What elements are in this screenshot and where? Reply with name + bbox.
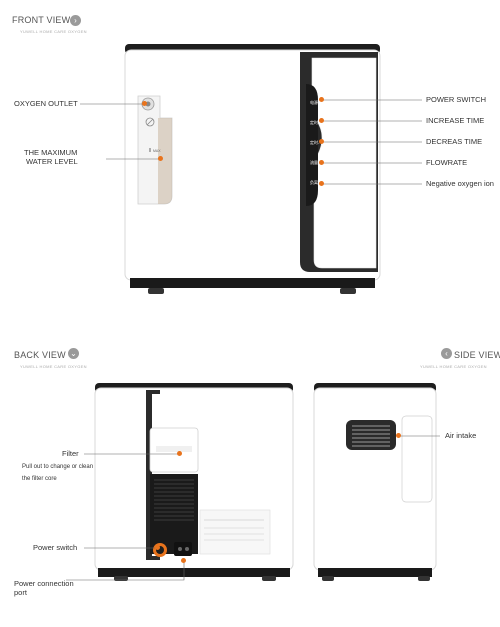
svg-text:定时+: 定时+ <box>310 119 321 125</box>
svg-text:流量: 流量 <box>310 159 318 165</box>
negative-ion-label: Negative oxygen ion <box>426 179 494 188</box>
flowrate-marker <box>319 160 324 165</box>
side-view-illustration <box>313 383 437 581</box>
power-switch-label: POWER SWITCH <box>426 95 486 104</box>
max-water-level-label-line2: WATER LEVEL <box>26 157 78 166</box>
power-switch-back-marker <box>155 545 160 550</box>
front-view-subtitle: YUWELL HOME CARE OXYGEN <box>20 29 87 34</box>
svg-text:MAX: MAX <box>153 149 161 153</box>
front-view-title: FRONT VIEW <box>12 15 71 25</box>
side-view-title: SIDE VIEW <box>454 350 500 360</box>
filter-desc-line1: Pull out to change or clean <box>22 464 94 470</box>
power-port-marker <box>181 558 186 563</box>
increase-time-label: INCREASE TIME <box>426 116 485 125</box>
max-water-level-label-line1: THE MAXIMUM <box>24 148 78 157</box>
power-switch-marker <box>319 97 324 102</box>
side-view-subtitle: YUWELL HOME CARE OXYGEN <box>420 364 487 369</box>
filter-marker <box>177 451 182 456</box>
power-port-label-line1: Power connection <box>14 579 74 588</box>
filter-label: Filter <box>62 449 79 458</box>
back-view-title: BACK VIEW <box>14 350 66 360</box>
back-view-illustration <box>94 383 294 581</box>
svg-text:负离: 负离 <box>310 179 318 185</box>
max-water-level-marker <box>158 156 163 161</box>
increase-time-marker <box>319 118 324 123</box>
air-intake-marker <box>396 433 401 438</box>
chevron-left-icon: ‹ <box>441 348 452 359</box>
oxygen-outlet-label: OXYGEN OUTLET <box>14 99 78 108</box>
front-view-illustration: 电源 定时+ 定时- 流量 负离 MAX <box>124 44 381 294</box>
chevron-down-icon: ⌄ <box>68 348 79 359</box>
decreas-time-label: DECREAS TIME <box>426 137 483 146</box>
filter-desc-line2: the filter core <box>22 476 57 482</box>
chevron-right-icon: › <box>70 15 81 26</box>
oxygen-outlet-marker <box>142 101 147 106</box>
flowrate-label: FLOWRATE <box>426 158 468 167</box>
svg-text:定时-: 定时- <box>310 139 320 145</box>
svg-text:电源: 电源 <box>310 99 318 105</box>
front-view-leaders <box>80 99 422 185</box>
decrease-time-marker <box>319 139 324 144</box>
back-side-leaders <box>66 435 440 581</box>
back-view-subtitle: YUWELL HOME CARE OXYGEN <box>20 364 87 369</box>
air-intake-label: Air intake <box>445 431 477 440</box>
power-port-label-line2: port <box>14 588 27 597</box>
power-switch-back-label: Power switch <box>33 543 78 552</box>
negative-ion-marker <box>319 181 324 186</box>
